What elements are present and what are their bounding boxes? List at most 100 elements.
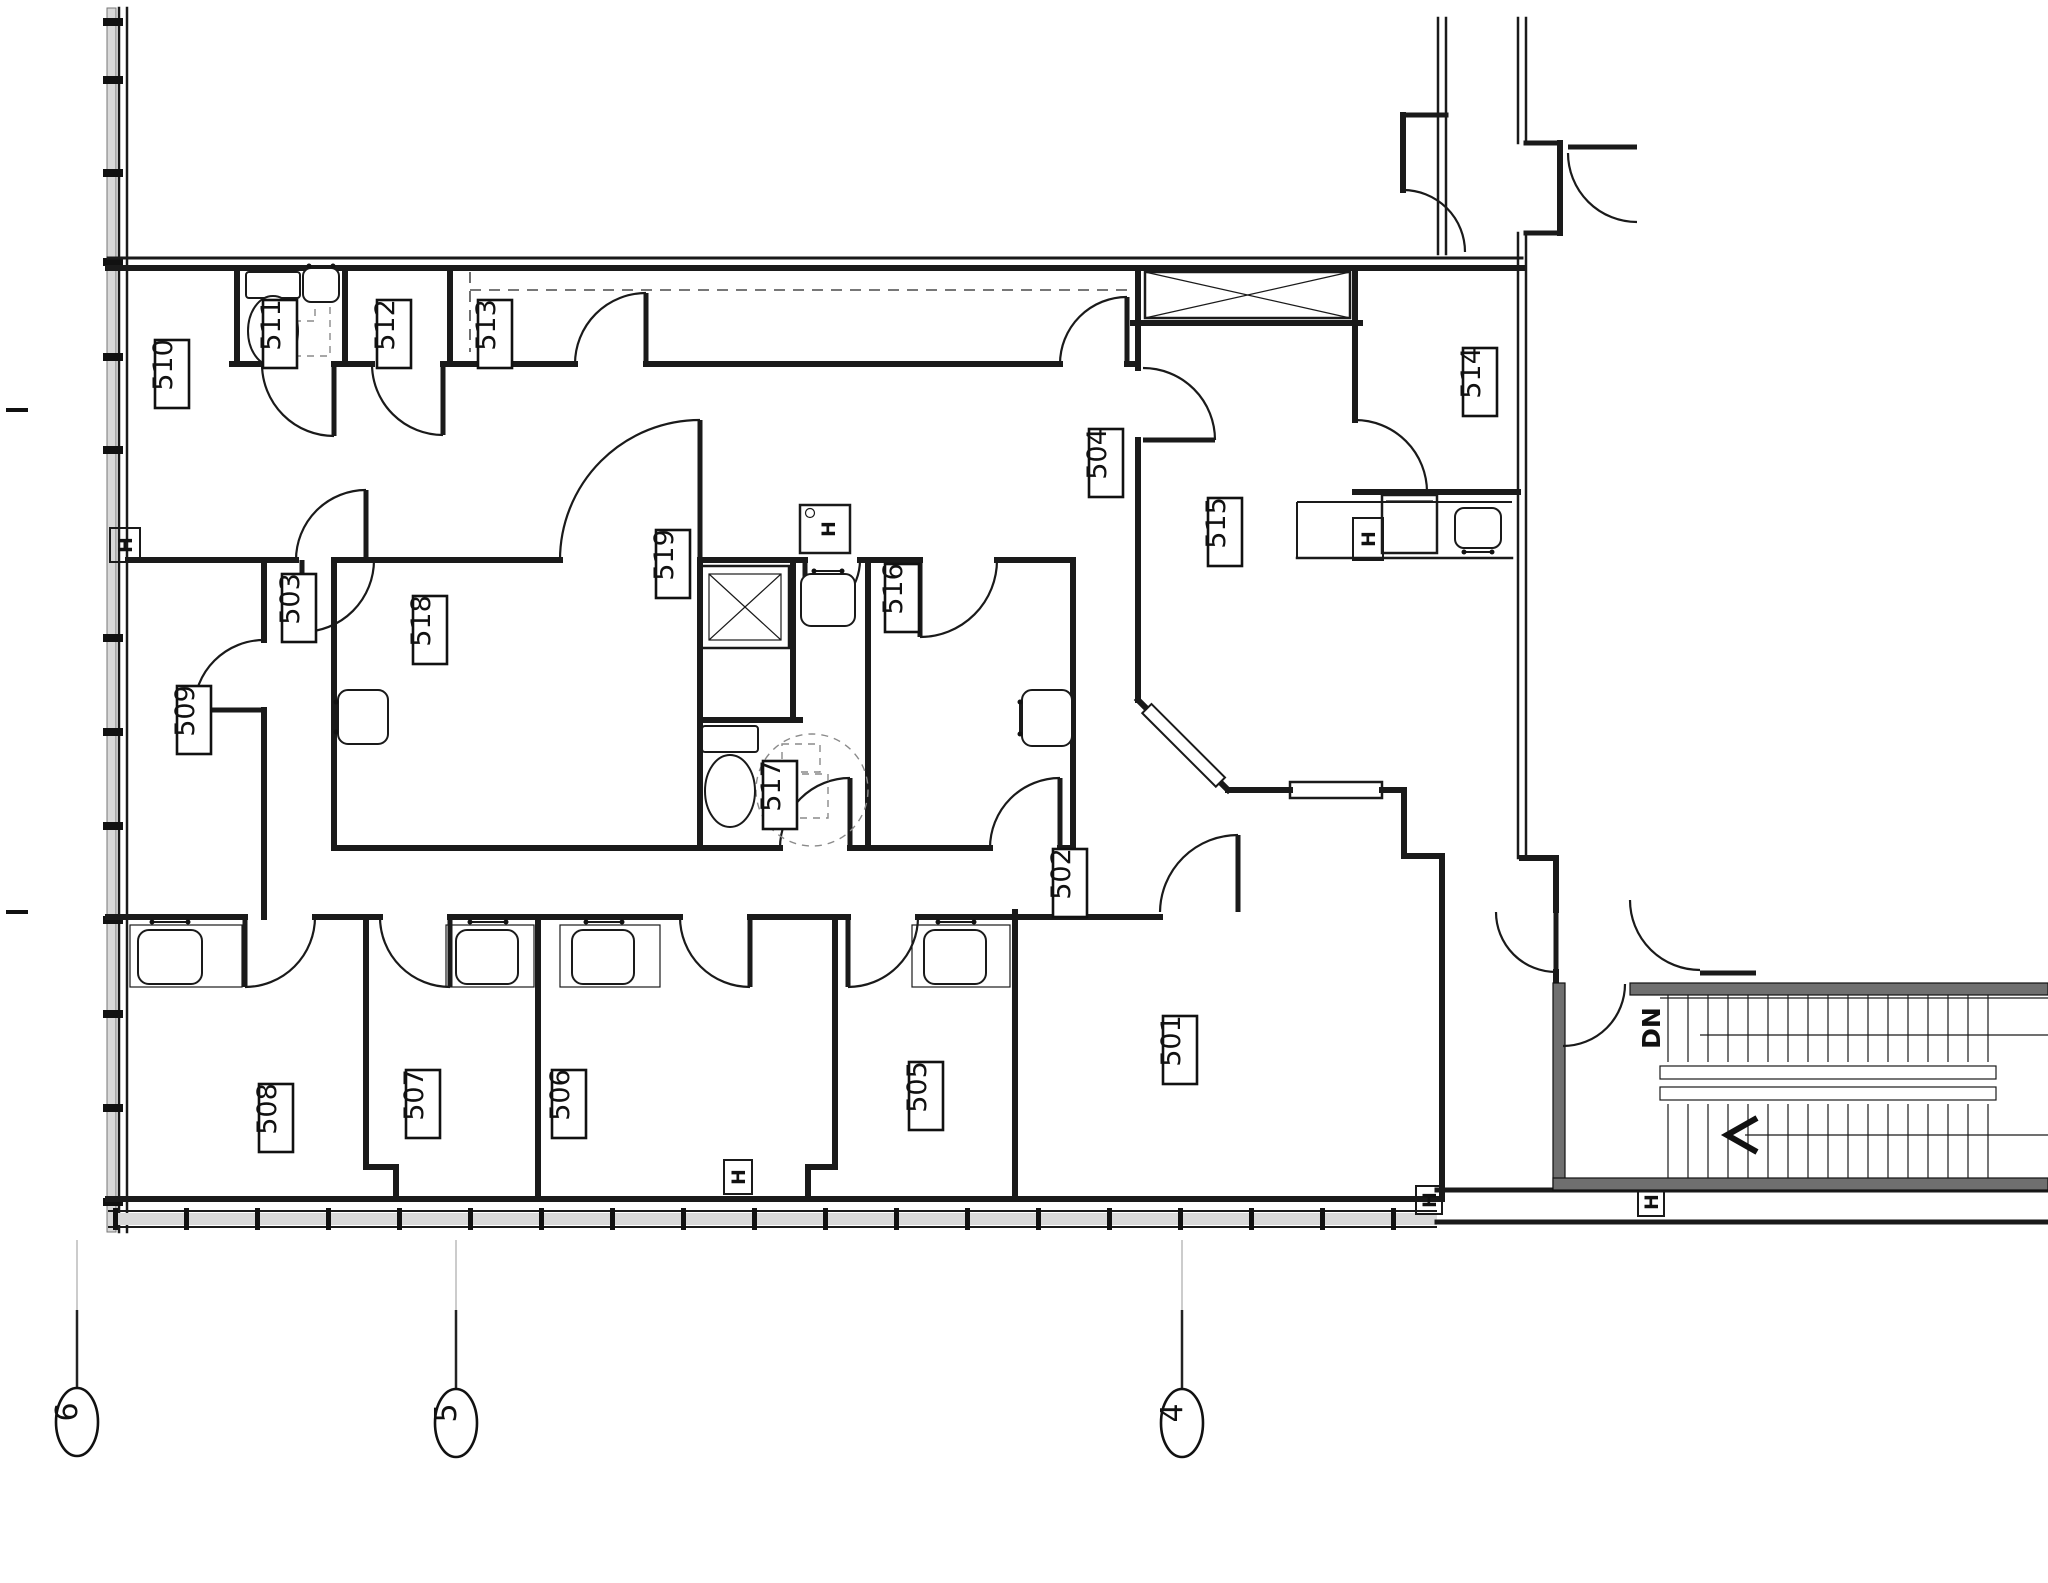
wheelchair-turning-circle-517 <box>755 733 869 847</box>
doors <box>192 291 1559 989</box>
svg-text:519: 519 <box>649 529 680 581</box>
door-514 <box>1354 418 1429 493</box>
section-ticks <box>6 408 28 914</box>
soffit-dashed-513 <box>469 272 1130 352</box>
svg-text:513: 513 <box>471 299 502 351</box>
stair-direction-arrow <box>1720 1115 1759 1155</box>
sink-icon-507 <box>455 929 519 985</box>
svg-text:H: H <box>115 537 137 553</box>
room-label-516: 516 <box>878 562 921 634</box>
room-label-517: 517 <box>756 759 799 831</box>
room-label-503: 503 <box>275 572 318 644</box>
svg-text:504: 504 <box>1082 428 1113 480</box>
grid-bubble-4: 4 <box>1155 1240 1205 1459</box>
svg-text:506: 506 <box>545 1069 576 1121</box>
stairwell: DN <box>1552 899 2048 1191</box>
room-label-508: 508 <box>252 1082 295 1154</box>
room-label-512: 512 <box>370 298 413 370</box>
bay-window-panel <box>1140 702 1227 789</box>
interior-walls <box>105 265 1559 1202</box>
svg-text:501: 501 <box>1156 1015 1187 1067</box>
room-label-502: 502 <box>1046 847 1089 919</box>
stair-wall-left <box>1552 982 1566 1191</box>
column-h-left-wall: H <box>109 527 141 563</box>
grid-bubbles: 6 5 4 <box>50 1240 1205 1459</box>
fixture-h-glyph: H <box>818 521 840 537</box>
room-label-505: 505 <box>902 1060 945 1132</box>
svg-text:507: 507 <box>399 1069 430 1121</box>
svg-text:516: 516 <box>878 563 909 615</box>
room-label-510: 510 <box>148 338 191 410</box>
room-label-513: 513 <box>471 298 514 370</box>
upper-right-corridor-walls <box>1400 16 1638 860</box>
svg-text:517: 517 <box>756 760 787 812</box>
bottom-wall-mullion-ticks <box>113 1208 1396 1230</box>
sink-icon-506 <box>571 929 635 985</box>
room-labels: 510 511 512 513 514 515 516 517 518 519 … <box>148 298 1499 1154</box>
room-label-518: 518 <box>406 594 449 666</box>
room-label-514: 514 <box>1456 346 1499 418</box>
sink-icon-511 <box>302 267 340 303</box>
left-curtain-wall <box>103 6 129 1234</box>
counter-505 <box>911 919 1011 988</box>
svg-text:509: 509 <box>170 685 201 737</box>
svg-text:512: 512 <box>370 299 401 351</box>
svg-text:505: 505 <box>902 1061 933 1113</box>
sink-icon-505 <box>923 929 987 985</box>
toilet-tank-icon <box>245 271 301 299</box>
column-h-bottom-right-1: H <box>1415 1185 1443 1215</box>
svg-text:H: H <box>1358 531 1380 547</box>
column-h-506: H <box>723 1159 753 1195</box>
svg-text:508: 508 <box>252 1083 283 1135</box>
sink-icon-vestibule <box>800 573 856 627</box>
svg-text:514: 514 <box>1456 347 1487 399</box>
svg-text:H: H <box>1419 1192 1441 1208</box>
svg-text:502: 502 <box>1046 848 1077 900</box>
corridor-door-arc-left <box>1402 188 1467 253</box>
svg-text:H: H <box>1641 1194 1663 1210</box>
shaft-xbox <box>1143 270 1352 320</box>
room-label-509: 509 <box>170 684 213 756</box>
column-h-515: H <box>1352 517 1384 561</box>
stair-wall-top <box>1629 982 2048 996</box>
sink-icon-508 <box>137 929 203 985</box>
counter-515 <box>1295 493 1514 560</box>
column-symbols: H H H H H <box>109 517 1665 1217</box>
room-label-501: 501 <box>1156 1014 1199 1086</box>
sink-icon-516 <box>1021 689 1073 747</box>
stair-landing-rail <box>1656 1062 2000 1104</box>
svg-text:503: 503 <box>275 573 306 625</box>
stair-door-arc <box>1628 899 1701 972</box>
stair-dn-label: DN <box>1637 1007 1666 1049</box>
counter-508 <box>129 919 243 988</box>
svg-text:H: H <box>728 1169 750 1185</box>
svg-text:510: 510 <box>148 339 179 391</box>
svg-text:6: 6 <box>50 1402 85 1421</box>
sink-icon-518 <box>337 689 389 745</box>
svg-text:511: 511 <box>256 299 287 351</box>
corridor-door-arc-right <box>1566 152 1638 224</box>
room-label-506: 506 <box>545 1068 588 1140</box>
svg-text:4: 4 <box>1155 1403 1190 1422</box>
room-label-507: 507 <box>399 1068 442 1140</box>
shower-stall-icon <box>699 564 791 650</box>
svg-text:5: 5 <box>429 1403 464 1422</box>
sink-icon-515 <box>1454 507 1502 549</box>
room-label-511: 511 <box>256 298 299 370</box>
room-label-504: 504 <box>1082 427 1125 499</box>
counter-507 <box>445 919 535 988</box>
svg-text:518: 518 <box>406 595 437 647</box>
mop-sink-icon: H <box>798 503 852 555</box>
toilet-bowl-icon-517 <box>704 754 756 828</box>
stair-wall-bottom <box>1552 1177 2048 1191</box>
room-label-515: 515 <box>1201 496 1244 568</box>
stair-inner-door-arc <box>1562 983 1627 1048</box>
counter-506 <box>559 919 661 988</box>
toilet-tank-icon-517 <box>701 725 759 753</box>
grid-bubble-5: 5 <box>429 1240 479 1459</box>
svg-text:515: 515 <box>1201 497 1232 549</box>
room-label-519: 519 <box>649 528 692 600</box>
